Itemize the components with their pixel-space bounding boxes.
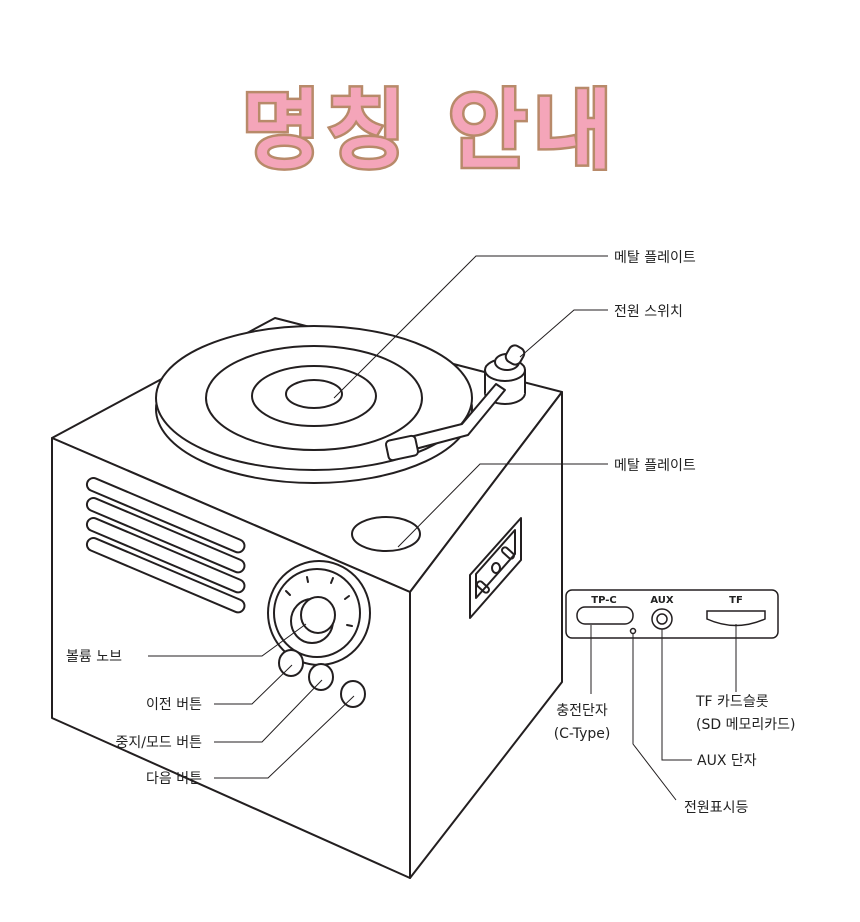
label-prev-button: 이전 버튼	[146, 697, 202, 713]
leader-lines	[148, 255, 737, 801]
leader-metal-plate-top	[333, 255, 608, 399]
grille-slot	[85, 497, 246, 574]
turntable-illustration	[51, 317, 563, 879]
record-center	[285, 379, 343, 409]
tpc-port	[576, 606, 634, 625]
tonearm-head	[384, 434, 420, 462]
next-button	[340, 680, 366, 708]
box-side	[409, 391, 563, 879]
platter-top	[155, 325, 473, 471]
power-indicator-led	[629, 627, 637, 635]
side-port-panel	[469, 517, 522, 619]
leader-aux-port	[661, 629, 692, 761]
port-panel-frame	[565, 589, 779, 639]
dial-inner	[273, 568, 361, 658]
prev-button	[278, 649, 304, 677]
port-label-tpc: TP-C	[591, 595, 616, 606]
record-label	[251, 365, 377, 427]
port-panel-closeup	[565, 589, 779, 639]
aux-port-inner	[656, 613, 668, 625]
label-aux-port: AUX 단자	[697, 753, 757, 769]
leader-metal-plate-mid	[397, 463, 608, 548]
label-charging-port-1: 충전단자	[556, 703, 608, 719]
label-power-switch: 전원 스위치	[614, 304, 683, 320]
grille-slot	[85, 477, 246, 554]
leader-volume-knob	[148, 623, 307, 657]
port-label-aux: AUX	[650, 595, 674, 606]
label-metal-plate-top: 메탈 플레이트	[614, 250, 696, 266]
label-power-indicator: 전원표시등	[684, 800, 749, 816]
tf-slot	[706, 610, 766, 627]
label-tf-slot-1: TF 카드슬롯	[695, 694, 769, 710]
label-metal-plate-mid: 메탈 플레이트	[614, 458, 696, 474]
port-label-tf: TF	[729, 595, 743, 606]
grille-slot	[85, 517, 246, 594]
label-volume-knob: 볼륨 노브	[66, 649, 122, 665]
leader-next-button	[214, 695, 355, 779]
leader-power-switch	[519, 309, 608, 358]
label-next-button: 다음 버튼	[146, 771, 202, 787]
record-groove-outer	[205, 345, 423, 451]
label-stop-mode-button: 중지/모드 버튼	[116, 735, 203, 751]
metal-plate-hole	[351, 516, 421, 552]
power-switch-knob	[504, 344, 526, 366]
label-tf-slot-2: (SD 메모리카드)	[696, 717, 795, 733]
label-charging-port-2: (C-Type)	[554, 726, 611, 742]
leader-stop-mode-button	[214, 679, 323, 743]
stop-mode-button	[308, 663, 334, 691]
grille-slot	[85, 537, 246, 614]
title-wrap: 명칭 안내	[0, 60, 860, 185]
volume-knob-cap	[300, 596, 336, 634]
leader-power-indicator	[632, 634, 677, 801]
leader-prev-button	[214, 664, 293, 705]
page-title: 명칭 안내	[239, 79, 619, 184]
